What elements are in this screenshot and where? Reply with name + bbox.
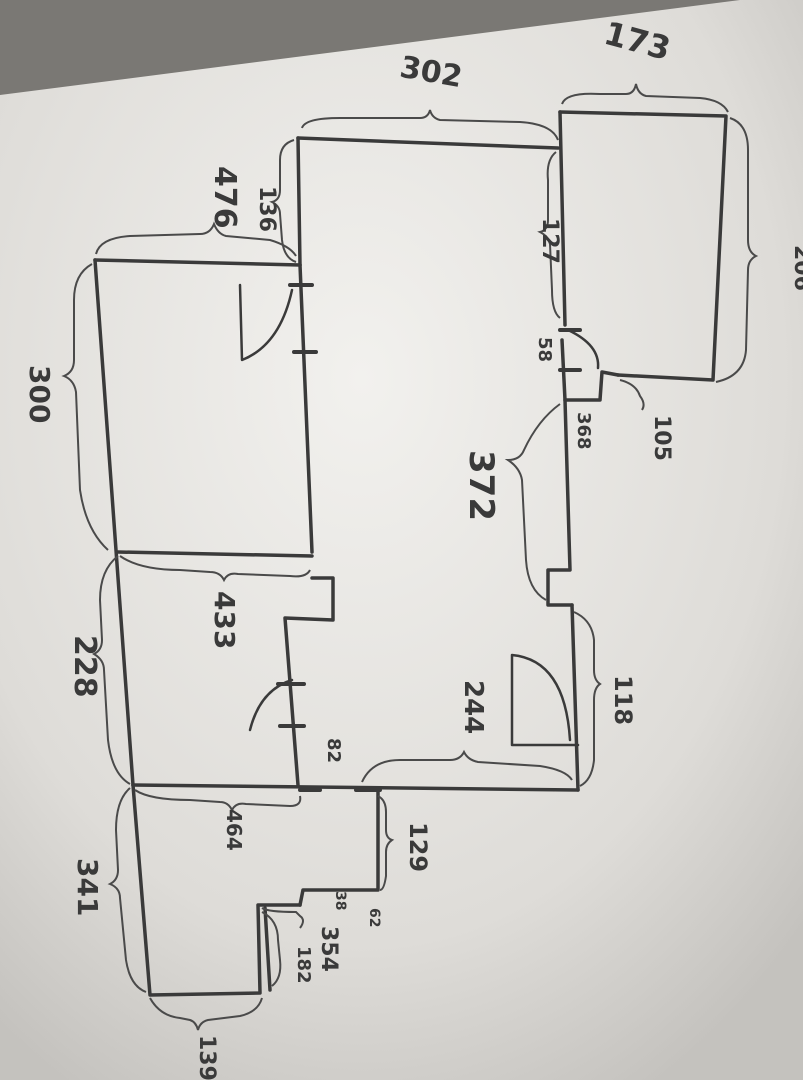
wall-left-outer bbox=[93, 258, 302, 267]
label-139: 139 bbox=[194, 1035, 219, 1080]
label-105: 105 bbox=[649, 415, 674, 461]
wall-top-right-room bbox=[558, 110, 728, 382]
wall-central-vertical bbox=[298, 263, 314, 554]
label-464: 464 bbox=[222, 809, 246, 851]
label-372: 372 bbox=[461, 450, 501, 521]
label-58: 58 bbox=[534, 337, 555, 362]
brace-372 bbox=[504, 403, 561, 601]
brace-118 bbox=[573, 611, 602, 787]
brace-127 bbox=[537, 151, 561, 319]
label-129: 129 bbox=[404, 822, 432, 872]
door-swing-right bbox=[510, 653, 580, 747]
label-206: 206 bbox=[789, 245, 803, 291]
label-82: 82 bbox=[323, 738, 344, 763]
brace-105 bbox=[619, 379, 645, 411]
brace-433 bbox=[119, 555, 311, 583]
floor-plan-lines bbox=[93, 110, 728, 997]
brace-228 bbox=[91, 555, 131, 785]
label-341: 341 bbox=[71, 858, 104, 916]
door-swing-left bbox=[238, 283, 294, 362]
wall-bottom-room-outer bbox=[131, 783, 302, 997]
wall-upper-left bbox=[296, 136, 302, 267]
wall-upper-top bbox=[296, 136, 560, 150]
brace-136 bbox=[269, 139, 297, 263]
label-368: 368 bbox=[573, 412, 594, 450]
brace-129 bbox=[377, 795, 395, 891]
brace-341 bbox=[107, 787, 147, 993]
wall-right-lower bbox=[570, 603, 580, 792]
label-244: 244 bbox=[458, 680, 488, 734]
brace-464 bbox=[134, 789, 302, 813]
brace-302 bbox=[301, 109, 559, 141]
label-38: 38 bbox=[332, 891, 348, 910]
wall-divider-middle bbox=[116, 550, 314, 558]
label-433: 433 bbox=[208, 591, 241, 649]
brace-300 bbox=[61, 263, 109, 551]
brace-244 bbox=[361, 749, 573, 783]
label-228: 228 bbox=[67, 635, 102, 698]
wall-bottom-room-step bbox=[298, 788, 380, 907]
wall-right-upper bbox=[560, 338, 620, 402]
label-118: 118 bbox=[609, 675, 637, 725]
wall-top-right-room-left bbox=[558, 110, 567, 327]
door-ticks bbox=[276, 283, 582, 792]
wall-outer-vertical bbox=[93, 258, 135, 787]
label-62: 62 bbox=[366, 908, 382, 927]
wall-right-mid bbox=[546, 398, 574, 607]
brace-173 bbox=[561, 83, 729, 113]
brace-139 bbox=[149, 997, 263, 1031]
label-127: 127 bbox=[537, 218, 562, 264]
dimension-braces bbox=[61, 83, 759, 1031]
brace-476 bbox=[95, 221, 297, 257]
brace-354 bbox=[261, 907, 304, 929]
wall-niche bbox=[283, 576, 335, 787]
brace-182 bbox=[261, 911, 282, 987]
label-182: 182 bbox=[293, 946, 314, 984]
wall-bottom-horizontal bbox=[131, 783, 580, 792]
label-354: 354 bbox=[316, 926, 341, 972]
label-300: 300 bbox=[23, 365, 56, 423]
wall-bottom-room-inner bbox=[263, 906, 272, 992]
door-swing-top bbox=[566, 328, 600, 370]
brace-206 bbox=[715, 117, 759, 383]
label-136: 136 bbox=[254, 186, 279, 232]
label-476: 476 bbox=[207, 166, 242, 229]
